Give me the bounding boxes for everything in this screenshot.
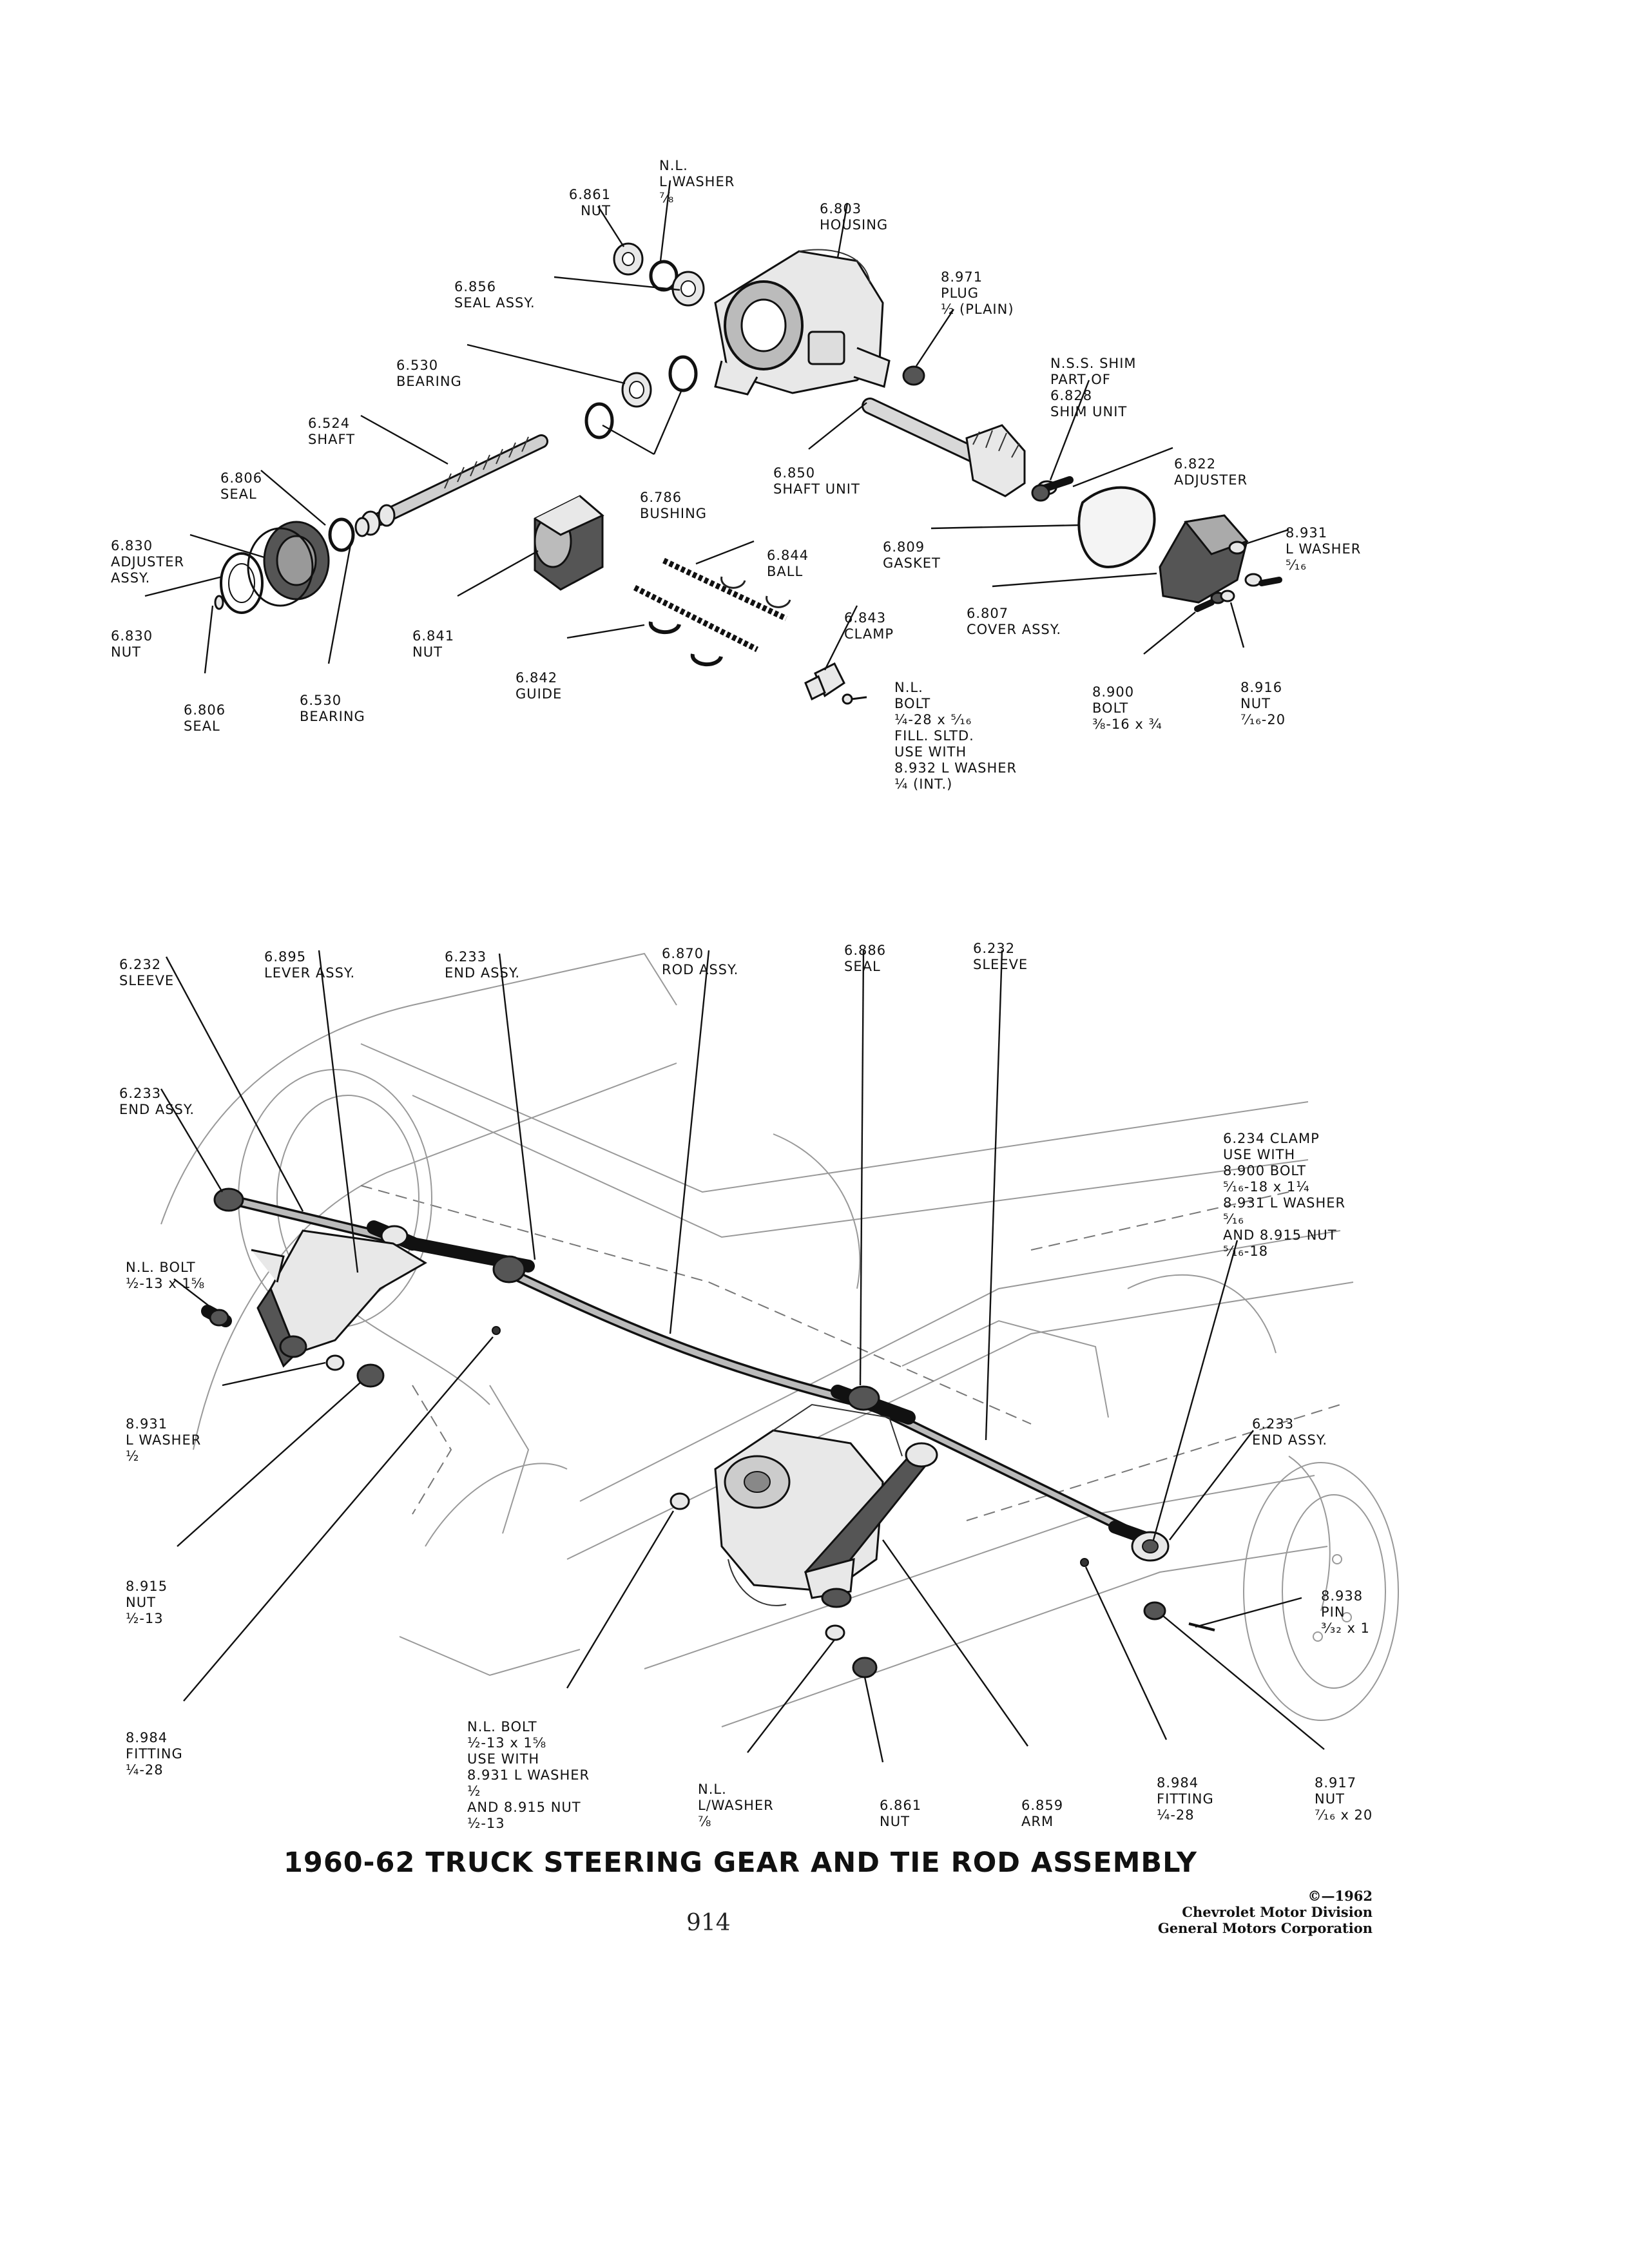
lever-assy-6895-part — [251, 1229, 427, 1368]
lower-assembly-view — [160, 950, 1399, 1763]
copyright-block: ©—1962 Chevrolet Motor Division General … — [1018, 1888, 1373, 1936]
guide-6842-part — [648, 621, 723, 667]
frame-ghost-lines — [160, 952, 1399, 1727]
adjuster-6830-part — [247, 521, 330, 607]
washer-nl-part-lower — [825, 1624, 845, 1641]
shaft-6524-part — [360, 434, 548, 536]
adjuster-6822-part — [1031, 476, 1074, 502]
nut-8915-part — [356, 1363, 385, 1388]
upper-exploded-view — [144, 180, 1289, 705]
page-number: 914 — [686, 1910, 731, 1936]
nut-8916-part — [1220, 577, 1282, 602]
seal-6886-part — [831, 1385, 916, 1425]
nut-6830-part — [220, 552, 264, 614]
plug-8971-part — [902, 365, 925, 386]
ball-6844-part — [633, 557, 791, 653]
lock-washer-part — [649, 260, 679, 292]
fitting-8984-part-left — [492, 1326, 501, 1335]
nut-6861-part-lower — [852, 1657, 878, 1678]
arm-6859-part — [804, 1442, 938, 1608]
nut-8917-part — [1143, 1601, 1166, 1620]
copyright-year: ©—1962 — [1307, 1888, 1373, 1904]
end-assy-right — [1108, 1521, 1170, 1562]
nut-6841-part — [534, 495, 604, 591]
pin-8938-part — [1188, 1622, 1215, 1631]
copyright-corporation: General Motors Corporation — [1157, 1920, 1373, 1936]
fitting-8984-part-right — [1080, 1558, 1089, 1567]
bushing-6786-part — [584, 355, 698, 439]
seal-6806-part — [328, 517, 370, 552]
end-assy-center — [406, 1237, 535, 1283]
bearing-6530-part — [621, 372, 652, 408]
gasket-6809-part — [1077, 486, 1156, 569]
washer-8931-part-lower — [325, 1354, 345, 1371]
tie-rod-6870-part — [220, 1193, 1139, 1539]
washer-8931-part — [1228, 541, 1262, 587]
nut-6861-part — [613, 242, 644, 276]
page-title: 1960-62 TRUCK STEERING GEAR AND TIE ROD … — [284, 1847, 1197, 1879]
seal-6806b-part — [214, 595, 224, 610]
seal-6856-part — [671, 271, 705, 307]
upper-leader-lines — [144, 180, 1289, 674]
bolt-nl-part — [842, 693, 867, 705]
copyright-division: Chevrolet Motor Division — [1182, 1904, 1373, 1920]
bolt-nl-part-lower — [201, 1305, 232, 1327]
lower-leader-lines — [160, 950, 1325, 1763]
housing-6803-part — [714, 249, 891, 396]
shaft-unit-6850-part — [862, 398, 1026, 497]
clamp-6843-part — [804, 662, 845, 701]
cover-6807-part — [1159, 514, 1249, 604]
